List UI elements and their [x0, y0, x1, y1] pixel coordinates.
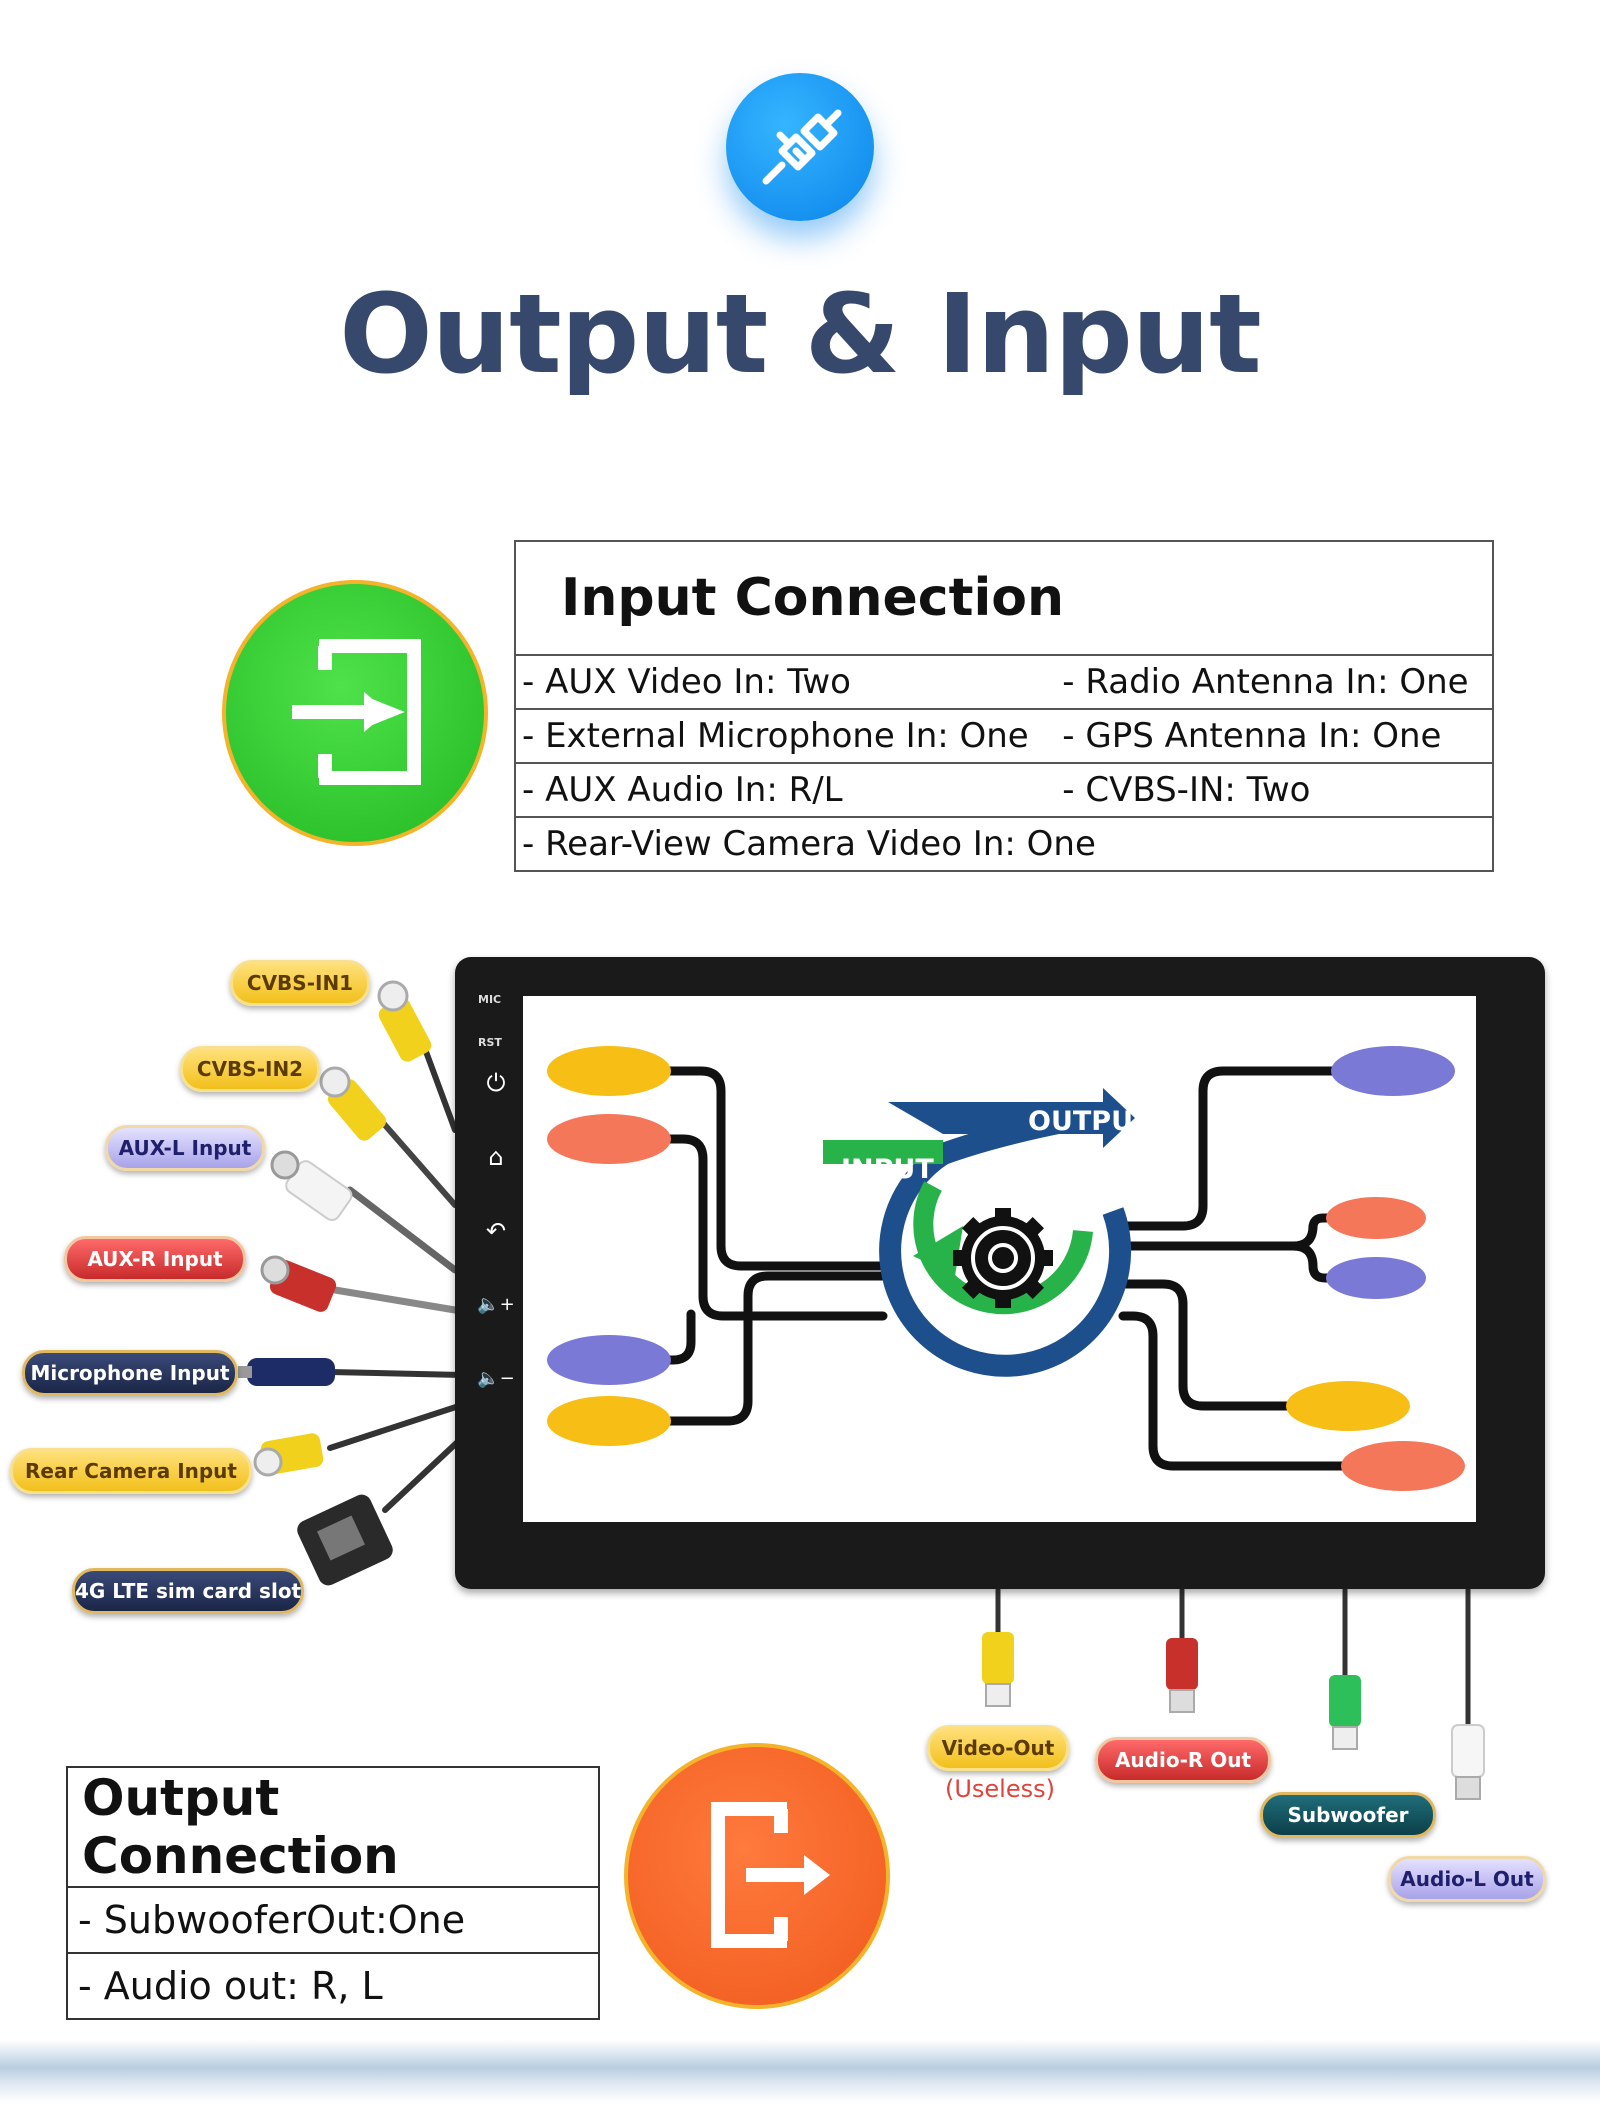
table-row: - AUX Audio In: R/L - CVBS-IN: Two [515, 762, 1493, 817]
microphone-input-label: Microphone Input [22, 1350, 238, 1396]
rca-connector-red-out [1166, 1638, 1198, 1713]
input-spec: - GPS Antenna In: One [1056, 708, 1493, 763]
sim-card-slot-connector [297, 1494, 393, 1586]
input-spec: - Rear-View Camera Video In: One [515, 816, 1493, 871]
bottom-divider [0, 2040, 1600, 2102]
rear-camera-input-label: Rear Camera Input [10, 1448, 252, 1494]
home-icon[interactable]: ⌂ [488, 1143, 504, 1171]
output-icon [624, 1743, 890, 2009]
rca-connector-yellow-3 [253, 1433, 324, 1477]
rca-connector-yellow-1 [377, 980, 432, 1062]
table-row: - AUX Video In: Two - Radio Antenna In: … [515, 654, 1493, 709]
output-spec: - Audio out: R, L [67, 1952, 599, 2019]
audio-l-out-label: Audio-L Out [1388, 1856, 1546, 1902]
sim-card-slot-label: 4G LTE sim card slot [72, 1568, 304, 1614]
table-row: - SubwooferOut:One [67, 1886, 599, 1953]
input-connection-title: Input Connection [561, 568, 1065, 628]
output-connection-title: Output Connection [82, 1769, 399, 1885]
mic-label: MIC [478, 993, 502, 1006]
back-icon[interactable]: ↶ [485, 1217, 507, 1245]
cvbs-in2-label: CVBS-IN2 [180, 1046, 320, 1092]
aux-l-input-label: AUX-L Input [105, 1125, 265, 1171]
input-spec: - AUX Video In: Two [515, 654, 1057, 709]
page-title: Output & Input [339, 270, 1261, 398]
rst-label: RST [478, 1036, 502, 1049]
plug-icon [726, 73, 874, 221]
table-row: - Audio out: R, L [67, 1952, 599, 2019]
volume-up-icon[interactable]: 🔈+ [477, 1294, 515, 1315]
monitor-screen: OUTPUT INPUT [523, 996, 1476, 1522]
rca-connector-yellow-2 [319, 1066, 387, 1141]
input-spec: - CVBS-IN: Two [1056, 762, 1493, 817]
rca-connector-red [260, 1255, 337, 1312]
volume-down-icon[interactable]: 🔈− [477, 1368, 515, 1389]
table-row: - Rear-View Camera Video In: One [515, 816, 1493, 871]
input-spec: - Radio Antenna In: One [1056, 654, 1493, 709]
aux-r-input-label: AUX-R Input [64, 1236, 246, 1282]
rca-connector-green-out [1329, 1675, 1361, 1750]
diagram-output-label: OUTPUT [1028, 1106, 1152, 1137]
input-spec: - AUX Audio In: R/L [515, 762, 1057, 817]
video-out-label: Video-Out [927, 1725, 1069, 1771]
input-spec: - External Microphone In: One [515, 708, 1057, 763]
diagram-input-label: INPUT [841, 1154, 934, 1185]
audio-r-out-label: Audio-R Out [1095, 1737, 1271, 1783]
input-icon [222, 580, 488, 846]
subwoofer-label: Subwoofer [1260, 1792, 1436, 1838]
rca-connector-yellow-out [982, 1632, 1014, 1707]
output-spec: - SubwooferOut:One [67, 1886, 599, 1953]
power-icon[interactable]: ⏻ [486, 1069, 506, 1097]
gear-icon [953, 1208, 1053, 1308]
cvbs-in1-label: CVBS-IN1 [230, 960, 370, 1006]
rca-connector-white [270, 1150, 353, 1221]
video-out-note: (Useless) [944, 1775, 1055, 1803]
input-connection-table: Input Connection - AUX Video In: Two - R… [514, 540, 1494, 872]
output-connection-table: Output Connection - SubwooferOut:One - A… [66, 1766, 600, 2020]
io-diagram [547, 1046, 1465, 1491]
mic-jack-connector [238, 1358, 335, 1386]
rca-connector-white-out [1451, 1724, 1485, 1800]
table-row: - External Microphone In: One - GPS Ante… [515, 708, 1493, 763]
